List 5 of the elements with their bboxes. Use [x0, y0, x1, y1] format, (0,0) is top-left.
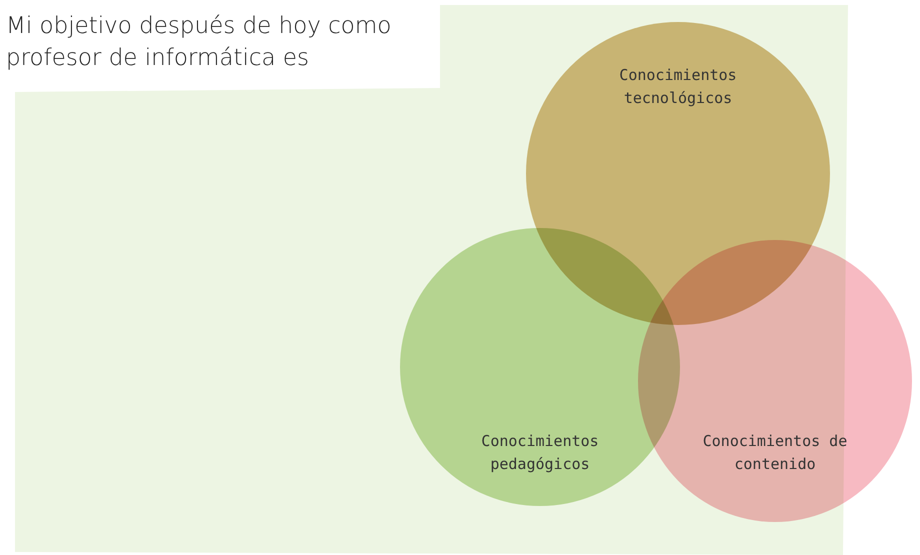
venn-circle [638, 240, 912, 522]
circle-label: Conocimientos tecnológicos [618, 65, 738, 109]
circle-label: Conocimientos de contenido [702, 431, 848, 475]
title: Mi objetivo después de hoy como profesor de informática es [6, 12, 392, 73]
circle-label: Conocimientos pedagógicos [480, 431, 600, 475]
